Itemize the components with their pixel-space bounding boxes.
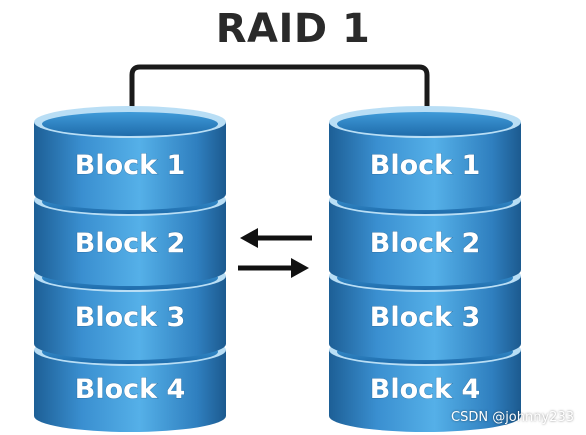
mirror-arrows [238,228,312,278]
block-label: Block 3 [370,302,481,333]
block-label: Block 4 [75,374,186,405]
disk-block-segment: Block 1 [329,106,521,210]
disk-body [329,350,521,432]
disk-body [34,122,226,210]
disk-block-segment: Block 1 [34,106,226,210]
disk-top-face [337,112,513,136]
disk-body [34,350,226,432]
disk-body [34,276,226,360]
disk-right: Block 4 Block 3 Block 2 Block 1 [329,106,521,432]
disk-body [329,276,521,360]
block-label: Block 2 [370,228,481,259]
disk-body [34,200,226,286]
block-label: Block 3 [75,302,186,333]
block-label: Block 4 [370,374,481,405]
arrow-right-icon [238,258,309,278]
block-label: Block 1 [75,150,186,181]
disk-block-segment: Block 4 [34,334,226,432]
block-label: Block 2 [75,228,186,259]
disk-top-face [42,112,218,136]
mirror-connector-line [129,64,430,122]
watermark-text: CSDN @johnny233 [451,410,574,425]
arrow-left-icon [240,228,312,248]
disk-body [329,200,521,286]
block-label: Block 1 [370,150,481,181]
disk-left: Block 4 Block 3 Block 2 Block 1 [34,106,226,432]
diagram-title: RAID 1 [215,6,371,52]
disk-body [329,122,521,210]
